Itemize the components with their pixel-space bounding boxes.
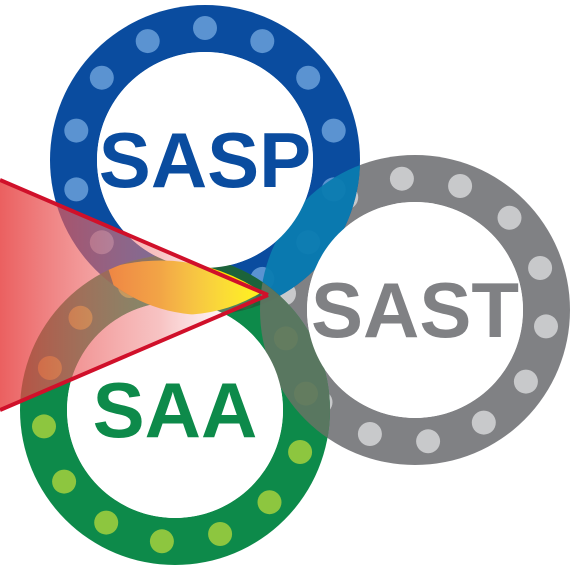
- sast-dot: [471, 410, 496, 435]
- sasp-dot: [321, 118, 346, 143]
- saa-dot: [288, 440, 313, 464]
- sast-dot: [416, 429, 441, 454]
- sast-dot: [497, 205, 522, 230]
- sasp-label: SASP: [99, 116, 311, 204]
- sasp-dot: [64, 177, 89, 202]
- sast-dot: [513, 369, 538, 394]
- sast-dot: [448, 174, 473, 198]
- beam: [0, 178, 269, 412]
- sasp-dot: [64, 118, 89, 143]
- saa-dot: [32, 414, 56, 439]
- sasp-dot: [250, 29, 275, 54]
- sasp-dot: [296, 65, 321, 90]
- saa-dot: [52, 469, 77, 494]
- sast-dot: [357, 422, 382, 446]
- saa-dot: [257, 490, 282, 515]
- sast-label: SAST: [311, 266, 519, 354]
- sast-dot: [534, 314, 558, 339]
- sast-dot: [528, 256, 553, 280]
- sast-dot: [389, 166, 414, 191]
- sasp-dot: [193, 16, 217, 40]
- sasp-dot: [89, 65, 114, 90]
- saa-dot: [149, 529, 174, 554]
- saa-dot: [94, 510, 119, 535]
- saa-dot: [208, 522, 233, 546]
- sasp-dot: [135, 29, 160, 54]
- saa-label: SAA: [93, 366, 258, 454]
- overlap-sasp-sast: [260, 155, 360, 315]
